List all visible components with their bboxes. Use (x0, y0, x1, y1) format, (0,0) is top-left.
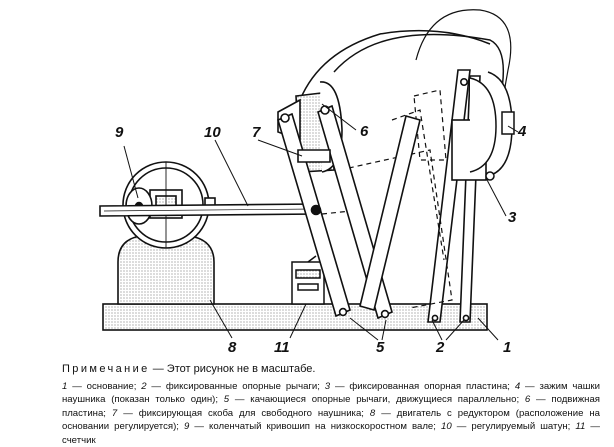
swinging-arms (277, 104, 421, 320)
legend-num: 11 (575, 421, 586, 433)
legend-text: — фиксированная опорная пластина; (330, 381, 515, 392)
legend-num: 4 (514, 381, 521, 392)
legend-num: 10 (441, 421, 452, 433)
legend-text: — двигатель с редуктором (расположение н… (62, 407, 600, 433)
figure-note: Примечание — Этот рисунок не в масштабе. (62, 363, 315, 375)
note-heading: Примечание (62, 363, 150, 375)
legend-text: — подвижная пластина; (62, 394, 600, 419)
callout-2: 2 (435, 339, 445, 356)
legend-text: — фиксированные опорные рычаги; (146, 381, 325, 392)
legend-text: — основание; (67, 381, 142, 392)
legend-num: 9 (184, 421, 190, 433)
fixing-bracket (297, 149, 331, 163)
figure-legend: 1 — основание; 2 — фиксированные опорные… (62, 380, 600, 447)
legend-text: — регулируемый шатун; (451, 421, 576, 433)
legend-num: 6 (524, 394, 531, 406)
headphone (299, 9, 515, 181)
callout-3: 3 (508, 209, 517, 226)
legend-num: 1 (62, 381, 68, 392)
callout-1: 1 (503, 339, 511, 356)
legend-num: 7 (111, 407, 118, 419)
legend-num: 2 (141, 381, 147, 392)
test-rig-drawing: 1 2 3 4 5 6 7 8 9 10 11 (99, 9, 527, 356)
callout-8: 8 (228, 339, 237, 356)
callout-4: 4 (517, 123, 527, 140)
legend-num: 5 (223, 394, 230, 406)
legend-num: 8 (369, 407, 376, 419)
callout-7: 7 (252, 124, 261, 141)
callout-5: 5 (376, 339, 385, 356)
base (102, 303, 488, 331)
callout-6: 6 (360, 123, 369, 140)
motor-gear-unit (117, 161, 216, 305)
legend-text: — коленчатый кривошип на низкоскоростном… (189, 421, 441, 433)
connecting-rod (99, 203, 319, 217)
legend-text: — качающиеся опорные рычаги, движущиеся … (229, 394, 525, 406)
callout-10: 10 (204, 124, 221, 141)
legend-num: 3 (324, 381, 331, 392)
callout-9: 9 (115, 124, 124, 141)
note-text: — Этот рисунок не в масштабе. (149, 363, 316, 375)
legend-text: — зажим чашки наушника (показан только о… (62, 381, 600, 406)
counter (291, 255, 325, 305)
leader-lines (123, 103, 519, 341)
callout-11: 11 (274, 339, 290, 356)
legend-text: — фиксирующая скоба для свободного наушн… (117, 407, 370, 419)
